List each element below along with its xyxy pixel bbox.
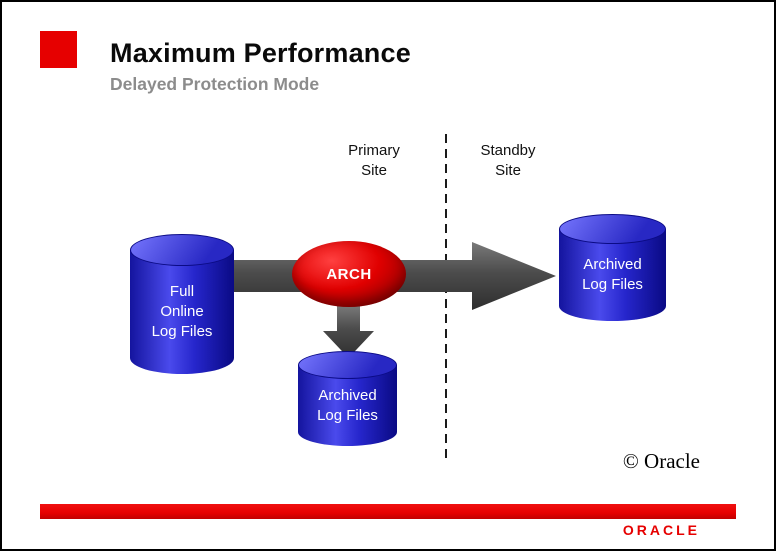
oracle-logo: ORACLE: [622, 522, 700, 538]
archive-down-arrow: [323, 305, 374, 358]
cylinder-top: [298, 351, 397, 379]
standby-site-label: Standby Site: [480, 142, 536, 179]
cylinder-top: [130, 234, 234, 266]
full-online-log-files-label: Full Online Log Files: [151, 283, 213, 340]
copyright-text: © Oracle: [622, 449, 700, 473]
arch-process-node: ARCH: [292, 241, 406, 307]
archived-log-files-standby-label: Archived Log Files: [582, 256, 643, 293]
cylinder-body: [130, 250, 234, 374]
primary-site-label: Primary Site: [348, 142, 400, 179]
archived-log-files-standby-cylinder: Archived Log Files: [559, 214, 666, 321]
slide-subtitle: Delayed Protection Mode: [110, 74, 320, 94]
archived-log-files-primary-label: Archived Log Files: [317, 386, 378, 424]
footer-red-bar: [40, 504, 736, 519]
archived-log-files-primary-cylinder: Archived Log Files: [298, 351, 397, 446]
slide-title: Maximum Performance: [110, 38, 411, 68]
full-online-log-files-cylinder: Full Online Log Files: [130, 234, 234, 374]
arch-process-label: ARCH: [326, 265, 372, 283]
cylinder-body: [559, 229, 666, 321]
title-accent-square: [40, 31, 77, 68]
cylinder-top: [559, 214, 666, 244]
